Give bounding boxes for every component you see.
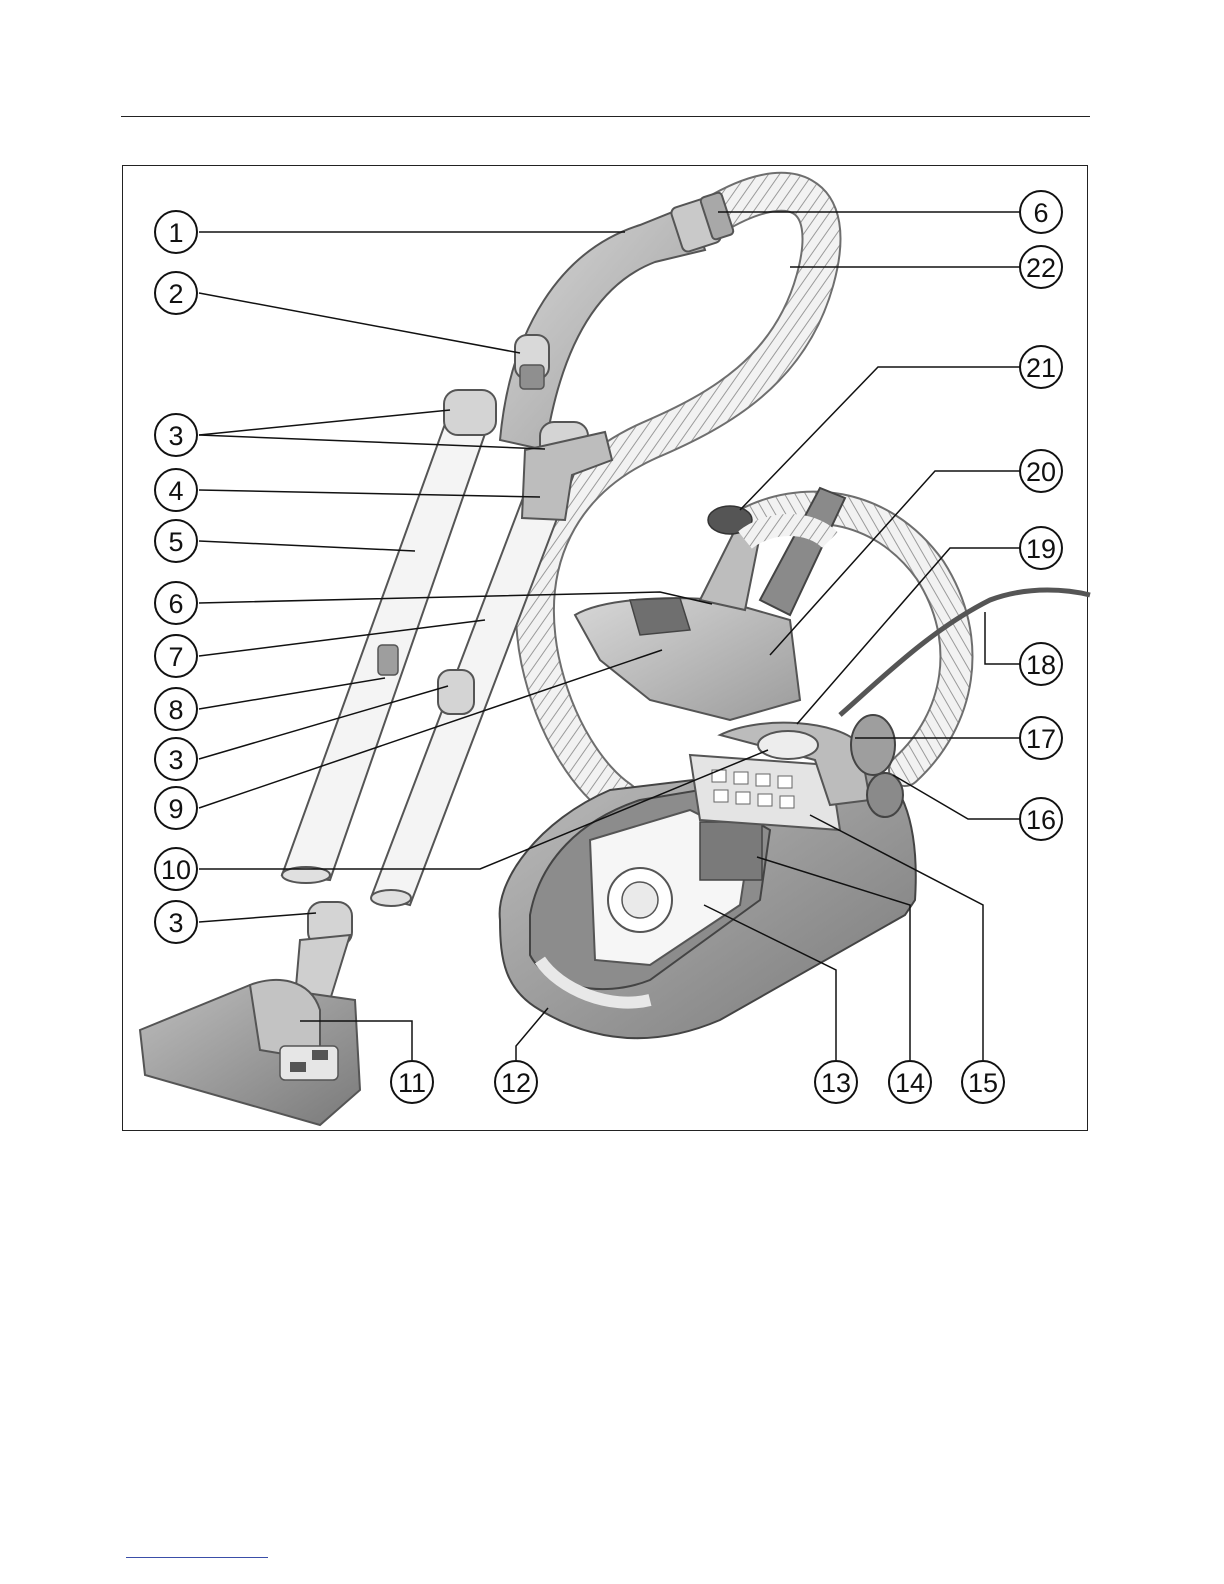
callout-4: 4	[168, 476, 183, 506]
callout-18: 18	[1026, 650, 1056, 680]
callout-15: 15	[968, 1068, 998, 1098]
callout-2: 2	[168, 279, 183, 309]
callout-1: 1	[168, 218, 183, 248]
callout-3-bottom: 3	[168, 908, 183, 938]
callout-6-left: 6	[168, 589, 183, 619]
callout-14: 14	[895, 1068, 925, 1098]
callout-16: 16	[1026, 805, 1056, 835]
callout-5: 5	[168, 527, 183, 557]
callout-17: 17	[1026, 724, 1056, 754]
callout-13: 13	[821, 1068, 851, 1098]
callout-3: 3	[168, 421, 183, 451]
callout-12: 12	[501, 1068, 531, 1098]
callout-21: 21	[1026, 353, 1056, 383]
callout-6-right: 6	[1033, 198, 1048, 228]
callout-9: 9	[168, 794, 183, 824]
callout-7: 7	[168, 642, 183, 672]
callout-8: 8	[168, 695, 183, 725]
callout-19: 19	[1026, 534, 1056, 564]
callout-10: 10	[161, 855, 191, 885]
callout-20: 20	[1026, 457, 1056, 487]
callout-11: 11	[398, 1068, 426, 1098]
callout-3-middle: 3	[168, 745, 183, 775]
callout-22: 22	[1026, 253, 1056, 283]
